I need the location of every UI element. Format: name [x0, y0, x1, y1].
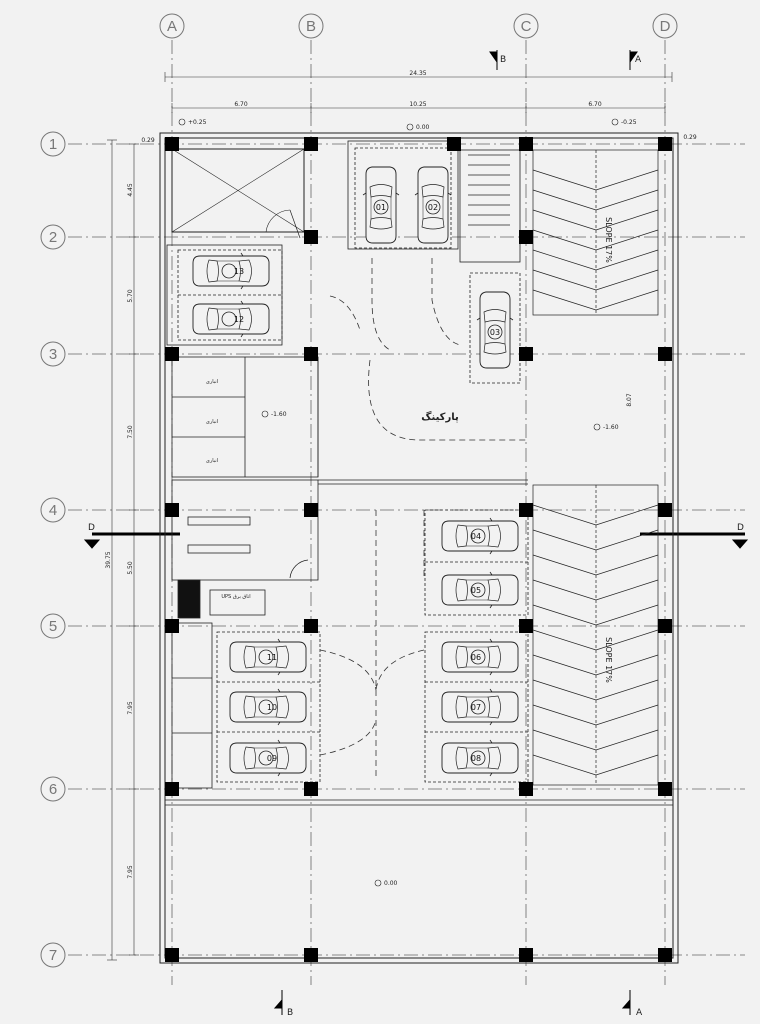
- circulation-paths: [319, 258, 528, 780]
- car-number-04: 04: [471, 532, 481, 541]
- top-dimensions: [164, 72, 673, 113]
- dim-bay-23: 5.70: [127, 289, 134, 303]
- section-markers: [83, 50, 749, 1015]
- car-number-13: 13: [234, 267, 244, 276]
- grid-label-6: 6: [49, 781, 57, 798]
- grid-label-5: 5: [49, 618, 57, 635]
- car-number-12: 12: [234, 315, 244, 324]
- grid-label-1: 1: [49, 136, 57, 153]
- dim-bay-ab: 6.70: [234, 101, 248, 108]
- grid-label-4: 4: [49, 502, 57, 519]
- dim-offset-top: 0.29: [141, 137, 155, 144]
- ramp-length: 8.07: [626, 393, 633, 407]
- left-lower-bays: [171, 622, 321, 789]
- ups-room-label: UPS اتاق برق: [221, 594, 250, 600]
- dim-bay-cd: 6.70: [588, 101, 602, 108]
- stair-core: [171, 479, 319, 619]
- level-top-left: +0.25: [188, 119, 207, 126]
- dim-bay-bc: 10.25: [409, 101, 426, 108]
- section-b-bottom: B: [287, 1008, 293, 1018]
- slope-label-bottom: SLOPE 17%: [604, 637, 613, 683]
- car-number-05: 05: [471, 586, 481, 595]
- section-d-right: D: [737, 523, 744, 533]
- ramp-bottom: [532, 484, 659, 786]
- grid-label-d: D: [660, 18, 671, 35]
- section-b-top: B: [500, 55, 506, 65]
- structural-columns: [165, 137, 672, 962]
- grid-lines: [68, 40, 745, 985]
- car-number-07: 07: [471, 703, 481, 712]
- storage-label-3: انباری: [206, 458, 218, 464]
- bottom-area: [165, 799, 673, 806]
- left-dimensions: [107, 139, 139, 961]
- storage-label-2: انباری: [206, 419, 218, 425]
- grid-label-b: B: [306, 18, 316, 35]
- section-a-top: A: [635, 55, 642, 65]
- grid-label-2: 2: [49, 229, 57, 246]
- car-number-06: 06: [471, 653, 481, 662]
- storage-label-1: انباری: [206, 379, 218, 385]
- top-parking-room: [347, 140, 521, 384]
- level-top-right: -0.25: [621, 119, 637, 126]
- car-13: [192, 252, 270, 290]
- level-markers: [178, 118, 619, 887]
- storage-rooms: [171, 356, 319, 478]
- slope-label-top: SLOPE 17%: [604, 217, 613, 263]
- dim-bay-45: 5.50: [127, 561, 134, 575]
- grid-label-7: 7: [49, 947, 57, 964]
- dim-bay-34: 7.50: [127, 425, 134, 439]
- car-12: [192, 300, 270, 338]
- right-bays: [424, 509, 529, 783]
- grid-label-c: C: [521, 18, 532, 35]
- parking-label: پارکینگ: [421, 411, 459, 423]
- car-number-10: 10: [267, 703, 277, 712]
- level-storage: -1.60: [271, 411, 287, 418]
- section-d-left: D: [88, 523, 95, 533]
- core-top-left: [171, 148, 305, 239]
- grid-label-3: 3: [49, 346, 57, 363]
- section-a-bottom: A: [636, 1008, 643, 1018]
- dim-bay-67: 7.95: [127, 865, 134, 879]
- car-number-03: 03: [490, 328, 500, 337]
- car-number-02: 02: [428, 203, 438, 212]
- car-number-01: 01: [376, 203, 386, 212]
- left-upper-bays: [166, 244, 283, 346]
- dim-bay-12: 4.45: [127, 183, 134, 197]
- car-number-09: 09: [267, 754, 277, 763]
- grid-label-a: A: [167, 18, 177, 35]
- column-bubbles: A B C D: [159, 13, 678, 39]
- level-bottom: 0.00: [384, 880, 398, 887]
- level-ramp: -1.60: [603, 424, 619, 431]
- corridor: [318, 479, 528, 485]
- dim-bay-56: 7.95: [127, 701, 134, 715]
- car-number-08: 08: [471, 754, 481, 763]
- row-bubbles: 1 2 3 4 5 6 7: [40, 131, 66, 968]
- level-top-mid: 0.00: [416, 124, 430, 131]
- dim-total-height: 39.75: [105, 551, 112, 568]
- outer-walls: [159, 132, 679, 964]
- ramp-top: [532, 149, 659, 316]
- car-number-11: 11: [267, 653, 277, 662]
- dim-offset-right: 0.29: [683, 134, 697, 141]
- dim-total-width: 24.35: [409, 70, 426, 77]
